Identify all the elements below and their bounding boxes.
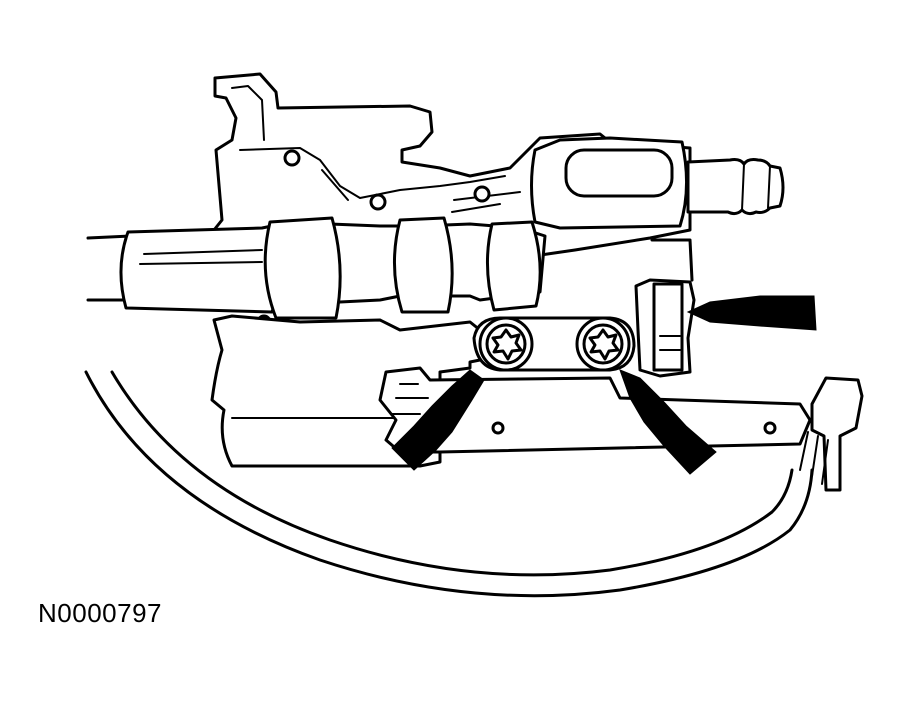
shaft-collar-3 — [486, 220, 542, 312]
plate-hole-right — [763, 421, 777, 435]
wiring-harness-outer — [84, 370, 814, 598]
callout-arrow-right-screw — [619, 369, 717, 475]
housing-inner-edge — [231, 85, 506, 199]
connector-clip-ridges — [659, 335, 681, 351]
callout-arrow-connector-clip — [686, 295, 817, 331]
switch-plate-detail — [391, 383, 429, 415]
shaft-collar-1 — [263, 216, 342, 320]
connector-clip-mount — [650, 238, 694, 282]
connector-clip-latch — [652, 282, 684, 372]
wiring-harness-inner — [110, 370, 794, 577]
wiring-leads — [799, 431, 829, 485]
electrical-connector — [810, 376, 864, 492]
figure-id-label: N0000797 — [38, 598, 162, 628]
shaft-extension-lines — [86, 234, 132, 302]
torx-screw-right — [575, 316, 631, 372]
plate-hole-left — [491, 421, 505, 435]
mounting-hole-3 — [473, 185, 491, 203]
lock-cylinder-window — [564, 148, 674, 198]
mounting-hole-1 — [283, 149, 301, 167]
shaft-highlight — [139, 249, 263, 265]
callout-arrow-left-screw — [391, 369, 485, 471]
shaft-collar-2 — [393, 216, 454, 314]
lock-cylinder-grooves — [741, 163, 771, 211]
torx-screw-left — [478, 316, 534, 372]
mounting-hole-2 — [369, 193, 387, 211]
